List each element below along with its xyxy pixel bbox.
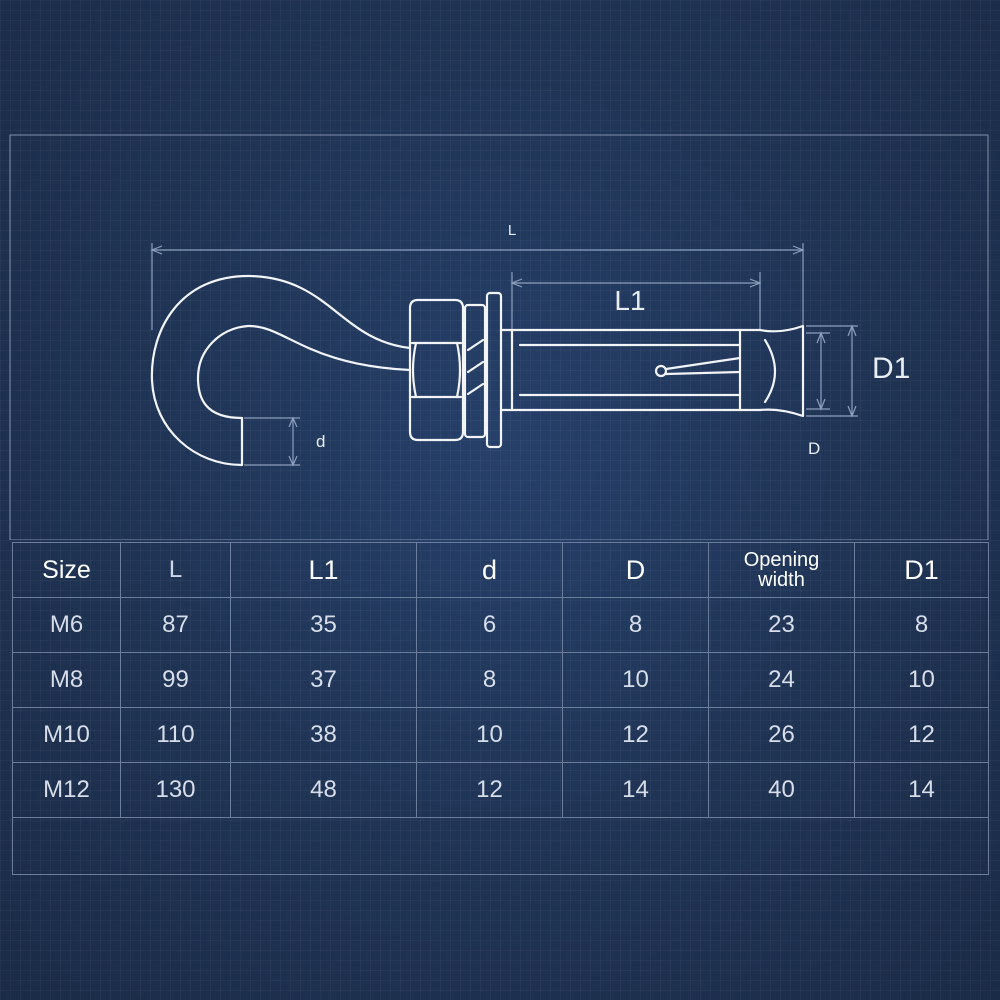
empty-cell: [12, 817, 989, 875]
header-D: D: [562, 542, 709, 598]
hook: [150, 274, 412, 467]
label-L: L: [508, 222, 516, 239]
label-L1: L1: [614, 285, 645, 316]
table-row: M8 99 37 8 10 24 10: [12, 652, 989, 708]
cell-opening-width: 23: [708, 597, 855, 653]
size-spec-table: Size L L1 d D Opening width D1 M6 87 35 …: [12, 542, 989, 875]
cell-L: 110: [120, 707, 231, 763]
cell-d: 12: [416, 762, 563, 818]
anchor-sleeve: [499, 324, 805, 418]
dimension-d: d: [244, 416, 325, 467]
cell-L: 87: [120, 597, 231, 653]
cell-D1: 10: [854, 652, 989, 708]
washers: [463, 291, 503, 449]
header-L1: L1: [230, 542, 417, 598]
header-d: d: [416, 542, 563, 598]
cell-L1: 35: [230, 597, 417, 653]
cell-d: 6: [416, 597, 563, 653]
cell-L1: 37: [230, 652, 417, 708]
cell-size: M12: [12, 762, 121, 818]
cell-L: 99: [120, 652, 231, 708]
header-L: L: [120, 542, 231, 598]
cell-D: 10: [562, 652, 709, 708]
cell-d: 10: [416, 707, 563, 763]
dimension-D: D: [806, 331, 830, 458]
cell-opening-width: 40: [708, 762, 855, 818]
cell-size: M6: [12, 597, 121, 653]
table-empty-row: [12, 817, 989, 875]
hook-bolt-diagram: L L1: [9, 134, 989, 540]
cell-L: 130: [120, 762, 231, 818]
table-header-row: Size L L1 d D Opening width D1: [12, 542, 989, 598]
label-d: d: [316, 432, 325, 451]
header-opening-line2: width: [758, 569, 805, 591]
header-opening-line1: Opening: [743, 549, 820, 571]
dimension-D1: D1: [806, 324, 910, 418]
cell-L1: 48: [230, 762, 417, 818]
table-row: M12 130 48 12 14 40 14: [12, 762, 989, 818]
hex-nut: [408, 298, 465, 442]
dimension-L: L: [150, 222, 805, 330]
label-D1: D1: [872, 352, 910, 385]
header-opening-width: Opening width: [708, 542, 855, 598]
cell-d: 8: [416, 652, 563, 708]
cell-opening-width: 24: [708, 652, 855, 708]
cell-D1: 8: [854, 597, 989, 653]
cell-D: 12: [562, 707, 709, 763]
table-row: M6 87 35 6 8 23 8: [12, 597, 989, 653]
header-D1: D1: [854, 542, 989, 598]
cell-D: 14: [562, 762, 709, 818]
cell-size: M10: [12, 707, 121, 763]
header-size: Size: [12, 542, 121, 598]
label-D: D: [808, 439, 820, 458]
dimension-L1: L1: [510, 272, 762, 330]
cell-D1: 12: [854, 707, 989, 763]
cell-size: M8: [12, 652, 121, 708]
diagram-frame: [9, 134, 989, 540]
cell-opening-width: 26: [708, 707, 855, 763]
cell-D: 8: [562, 597, 709, 653]
cell-D1: 14: [854, 762, 989, 818]
cell-L1: 38: [230, 707, 417, 763]
table-row: M10 110 38 10 12 26 12: [12, 707, 989, 763]
